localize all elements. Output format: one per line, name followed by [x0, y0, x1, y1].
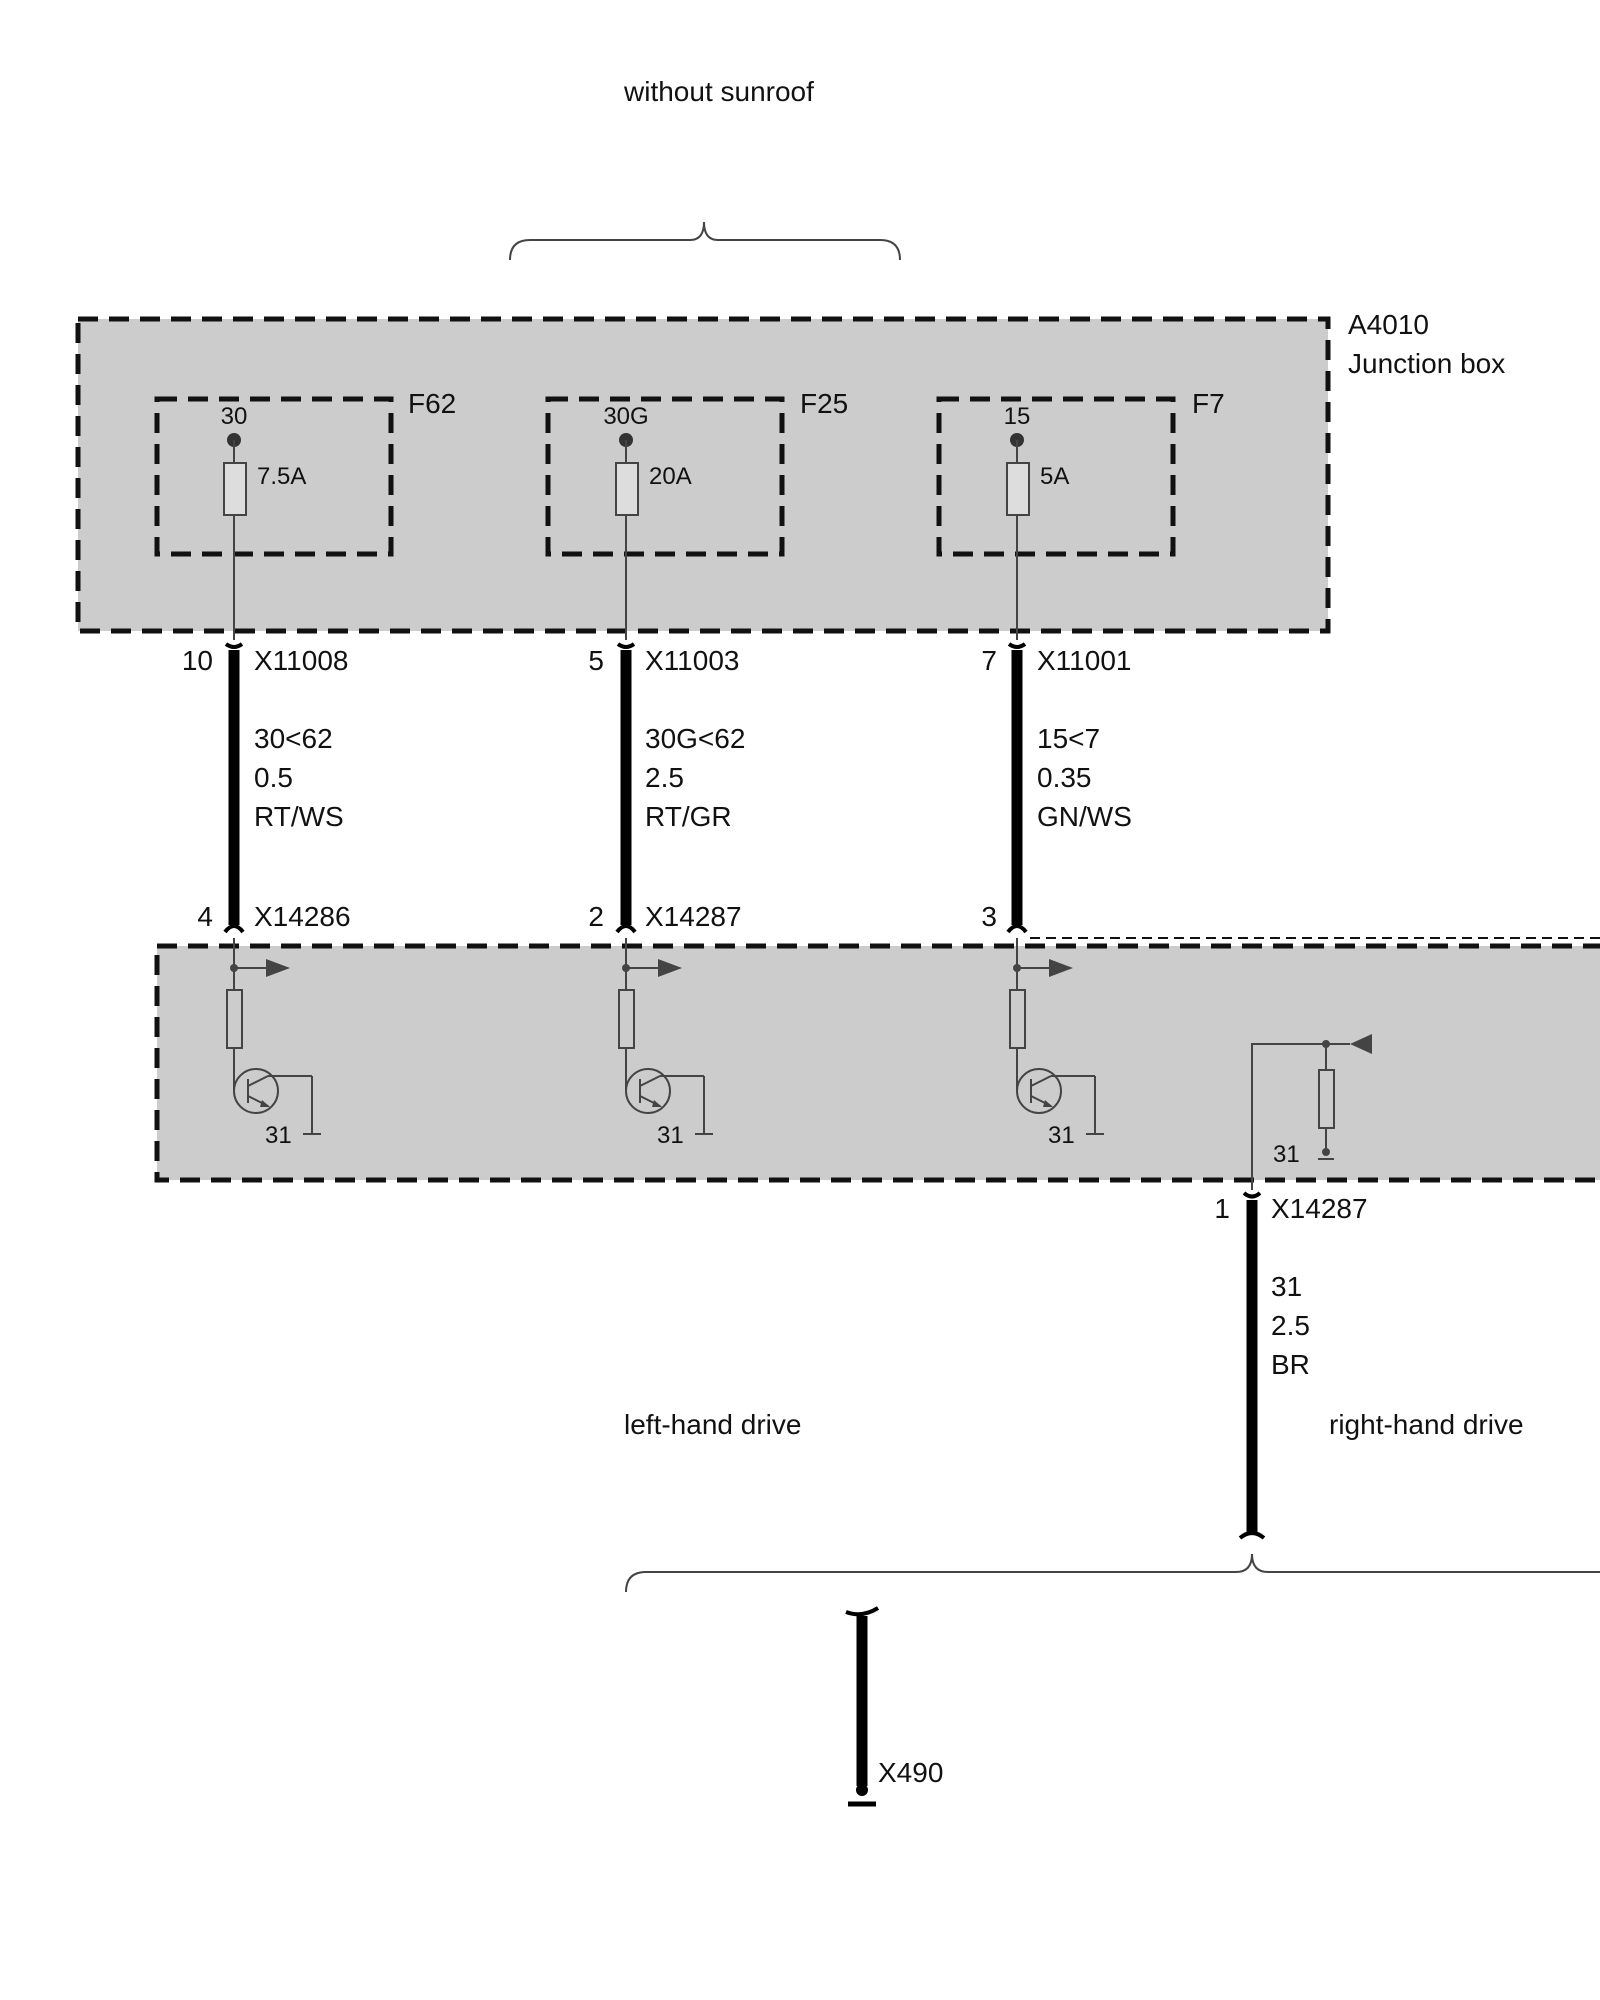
- fuse-rating: 5A: [1040, 463, 1069, 490]
- arrow-right-icon: [658, 959, 682, 977]
- fuse-icon: [615, 462, 639, 516]
- wire-signal: 30<62: [254, 723, 333, 754]
- fuse-f62: F62 30 7.5A: [154, 388, 456, 640]
- wire-top-connector: X11008: [254, 645, 348, 676]
- ground-label: 31: [1048, 1122, 1075, 1149]
- wire-2: 5 X11003 30G<62 2.5 RT/GR 2 X14287: [588, 642, 745, 934]
- ground-wire-signal: 31: [1271, 1271, 1302, 1302]
- arrow-right-icon: [1049, 959, 1073, 977]
- wire-gauge: 0.35: [1037, 762, 1092, 793]
- fuse-name: F25: [800, 388, 848, 419]
- ground-wire: 1 X14287 31 2.5 BR: [1214, 1191, 1368, 1540]
- wire-bottom-pin: 4: [197, 901, 213, 932]
- wire-signal: 15<7: [1037, 723, 1100, 754]
- wire-color: RT/WS: [254, 801, 344, 832]
- wire-1: 10 X11008 30<62 0.5 RT/WS 4 X14286: [182, 642, 351, 934]
- left-hand-drive-label: left-hand drive: [624, 1409, 801, 1440]
- wire-color: RT/GR: [645, 801, 732, 832]
- transistor-stage-1: 31: [226, 938, 321, 1149]
- fuse-terminal: 30: [221, 403, 248, 430]
- fuse-terminal: 30G: [603, 403, 648, 430]
- ground-wire-gauge: 2.5: [1271, 1310, 1310, 1341]
- wire-top-pin: 10: [182, 645, 213, 676]
- ground-wire-color: BR: [1271, 1349, 1310, 1380]
- fuse-terminal: 15: [1004, 403, 1031, 430]
- fuse-rating: 20A: [649, 463, 692, 490]
- wire-top-connector: X11003: [645, 645, 739, 676]
- wire-top-pin: 7: [981, 645, 997, 676]
- wire-color: GN/WS: [1037, 801, 1132, 832]
- without-sunroof-brace: [509, 221, 901, 261]
- ground-label: 31: [1273, 1141, 1300, 1168]
- fuse-name: F62: [408, 388, 456, 419]
- fuse-f7: F7 15 5A: [936, 388, 1225, 640]
- ground-label: 31: [657, 1122, 684, 1149]
- wire-gauge: 0.5: [254, 762, 293, 793]
- ground-point-label: X490: [878, 1757, 943, 1788]
- wire-bottom-connector: X14287: [645, 901, 742, 932]
- wire-top-connector: X11001: [1037, 645, 1131, 676]
- fuse-rating: 7.5A: [257, 463, 306, 490]
- fuse-icon: [1006, 462, 1030, 516]
- arrow-right-icon: [266, 959, 290, 977]
- transistor-icon: [1016, 1068, 1062, 1114]
- transistor-stage-3: 31: [1009, 938, 1104, 1149]
- control-module: [154, 943, 1600, 1183]
- ground-wire-connector: X14287: [1271, 1193, 1368, 1224]
- ground-wire-pin: 1: [1214, 1193, 1230, 1224]
- wire-3: 7 X11001 15<7 0.35 GN/WS 3: [981, 642, 1132, 934]
- transistor-stage-2: 31: [618, 938, 713, 1149]
- fuse-name: F7: [1192, 388, 1225, 419]
- wire-gauge: 2.5: [645, 762, 684, 793]
- wire-bottom-connector: X14286: [254, 901, 351, 932]
- junction-box: [75, 316, 1331, 634]
- fuse-icon: [223, 462, 247, 516]
- arrow-left-icon: [1350, 1034, 1372, 1054]
- drive-variant-brace: [625, 1553, 1600, 1593]
- wire-top-pin: 5: [588, 645, 604, 676]
- transistor-icon: [625, 1068, 671, 1114]
- junction-box-name: Junction box: [1348, 348, 1505, 379]
- ground-point-x490: X490: [845, 1606, 943, 1807]
- wire-bottom-pin: 3: [981, 901, 997, 932]
- ground-label: 31: [265, 1122, 292, 1149]
- wire-bottom-pin: 2: [588, 901, 604, 932]
- without-sunroof-label: without sunroof: [623, 76, 814, 107]
- right-hand-drive-label: right-hand drive: [1329, 1409, 1524, 1440]
- transistor-icon: [233, 1068, 279, 1114]
- wire-signal: 30G<62: [645, 723, 745, 754]
- ground-resistor-stage: 31: [1251, 1034, 1372, 1190]
- fuse-f25: F25 30G 20A: [545, 388, 848, 640]
- junction-box-id: A4010: [1348, 309, 1429, 340]
